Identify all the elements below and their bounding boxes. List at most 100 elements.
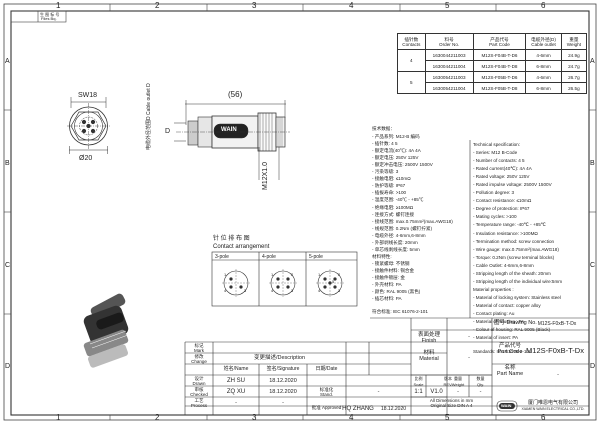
column-label: 4 [349, 413, 354, 422]
role-en: Drawn [192, 381, 206, 386]
label-en: Mark [194, 348, 204, 353]
spec-en-standard: Standards: IEC 61076-2-101 [473, 349, 532, 355]
file-box-label-cn: 生 图 标 号 [40, 12, 60, 17]
part-name-value: - [557, 372, 559, 378]
spec-line: - 接触件材料: 铜合金 [372, 267, 415, 273]
spec-line: - Number of contacts: 4 5 [473, 158, 525, 164]
row-label: B [590, 160, 595, 167]
company-name-en: XIAMEN WAIN ELECTRICAL CO.,LTD. [521, 407, 585, 411]
contact-arrangement-title-cn: 针 位 排 布 图 [213, 236, 250, 242]
spec-line: - Colour of housing: RAL 9005 (Black) [473, 327, 551, 333]
spec-line: - 颜色: RAL 9005 (黑色) [372, 289, 421, 295]
part-code-cell: M12S-F04B-T-D6 [472, 49, 527, 61]
header-en: Contacts [402, 41, 421, 47]
wain-logo-icon [496, 400, 518, 412]
column-label: 6 [541, 413, 546, 422]
spec-line: - Material of contact: copper alloy [473, 302, 541, 308]
order-no-cell: 1630044211004 [424, 60, 474, 72]
spec-line: - Contact plating: Au [473, 310, 515, 316]
spec-line: - 接触件镀层: 金 [372, 274, 405, 280]
panel-label: 3-pole [215, 254, 229, 260]
pin-number: 4 [271, 288, 274, 293]
description-label: 变更描述/Description [253, 355, 306, 361]
process-name: - [235, 400, 237, 406]
row-label: C [5, 262, 11, 269]
d-dimension: D [165, 128, 171, 135]
spec-line: - Rated voltage: 250V 125V [473, 174, 530, 180]
spec-line: - 外壳材料: PA [372, 282, 402, 288]
spec-cn-title: 技术数据： [372, 126, 395, 131]
drawn-name: ZH SU [227, 378, 245, 384]
spec-line: - 连接方式: 螺钉连接 [372, 211, 415, 217]
spec-line: - 产品系列: M12-B 编码 [372, 134, 420, 140]
spec-line: - Mating cycles: >100 [473, 214, 517, 220]
cable-cell: 4-6mm [525, 49, 562, 61]
column-label: 1 [56, 413, 61, 422]
row-label: A [5, 58, 10, 65]
weight-value: - [457, 389, 459, 395]
table-row: 4 1630044211003 M12S-F04B-T-D6 4-6mm 24.… [397, 49, 588, 72]
logo-text: WAIN [501, 403, 512, 408]
part-code-cell: M12S-F05B-T-D6 [472, 71, 527, 83]
column-label: 1 [56, 1, 61, 10]
row-label: A [590, 58, 595, 65]
drawing-no-label: 图号 Drawing No. [494, 320, 537, 326]
approved-name: HQ ZHANG [342, 406, 374, 412]
spec-line: - Contact resistance: ≤10mΩ [473, 198, 532, 204]
weight-cell: 24.9g [560, 49, 588, 61]
role-en: Process [190, 403, 208, 408]
spec-line: Material properties : [473, 286, 514, 292]
pin-number: 2 [291, 272, 294, 277]
date-label: 日期/Date [315, 366, 338, 372]
spec-line: - Cable Outlet: 4-6mm,6-8mm [473, 262, 534, 268]
header-en: Order No. [439, 41, 460, 47]
spec-line: - Degree of protection: IP67 [473, 206, 530, 212]
spec-line: - 防护等级: IP67 [372, 183, 406, 189]
spec-line: - 接线范围: max.0.75mm²(max.AWG18) [372, 218, 453, 224]
rev-value: V1.0 [430, 389, 443, 395]
signature-label: 签名/Signature [266, 366, 300, 372]
spec-line: - Series: M12 B-Code [473, 150, 518, 156]
label-cn: 数量 [476, 376, 485, 381]
label-cn: 表面处理 [417, 332, 440, 338]
row-label: D [5, 363, 11, 370]
title-block-grid [184, 318, 589, 415]
spec-line: - Insulation resistance: >100MΩ [473, 230, 538, 236]
spec-line: - 外部剥线长度: 20mm [372, 239, 418, 245]
label-cn: 产品代号 [498, 343, 521, 349]
header-cn: 重量 [569, 36, 579, 42]
spec-line: - Material of locking system: Stainless … [473, 294, 561, 300]
label-cn: 批准 [311, 405, 321, 410]
label-en: Part Code [497, 349, 523, 355]
label-cn: 材料 [423, 350, 435, 356]
label-en: Part Name [496, 371, 524, 377]
label-cn: 修改 [194, 354, 204, 359]
dims-note-2: Original Size DIN A 4 [430, 403, 473, 408]
panel-label: 5-pole [309, 254, 323, 260]
header-cable: 电缆外径(D)Cable outlet [525, 33, 562, 50]
panel-label: 4-pole [262, 254, 276, 260]
spec-line: - 温度范围: -40℃ - +85℃ [372, 197, 424, 203]
header-cn: 电缆外径(D) [531, 36, 556, 42]
row-label: C [590, 262, 596, 269]
spec-line: - Material of insert: PA [473, 335, 519, 341]
weight-cell: 26.5g [560, 82, 588, 94]
pin-number: 3 [244, 288, 247, 293]
header-cn: 插针数 [404, 36, 419, 42]
spec-line: - 额定电流(40℃): 4A 4A [372, 148, 421, 154]
column-label: 5 [445, 1, 450, 10]
spec-en-title: Technical specification: [473, 142, 520, 147]
process-date: - [282, 400, 284, 406]
pin-number: 3 [338, 288, 341, 293]
role-cn: 工艺 [194, 398, 204, 403]
approved-date: 18.12.2020 [380, 406, 407, 412]
column-label: 2 [155, 1, 160, 10]
